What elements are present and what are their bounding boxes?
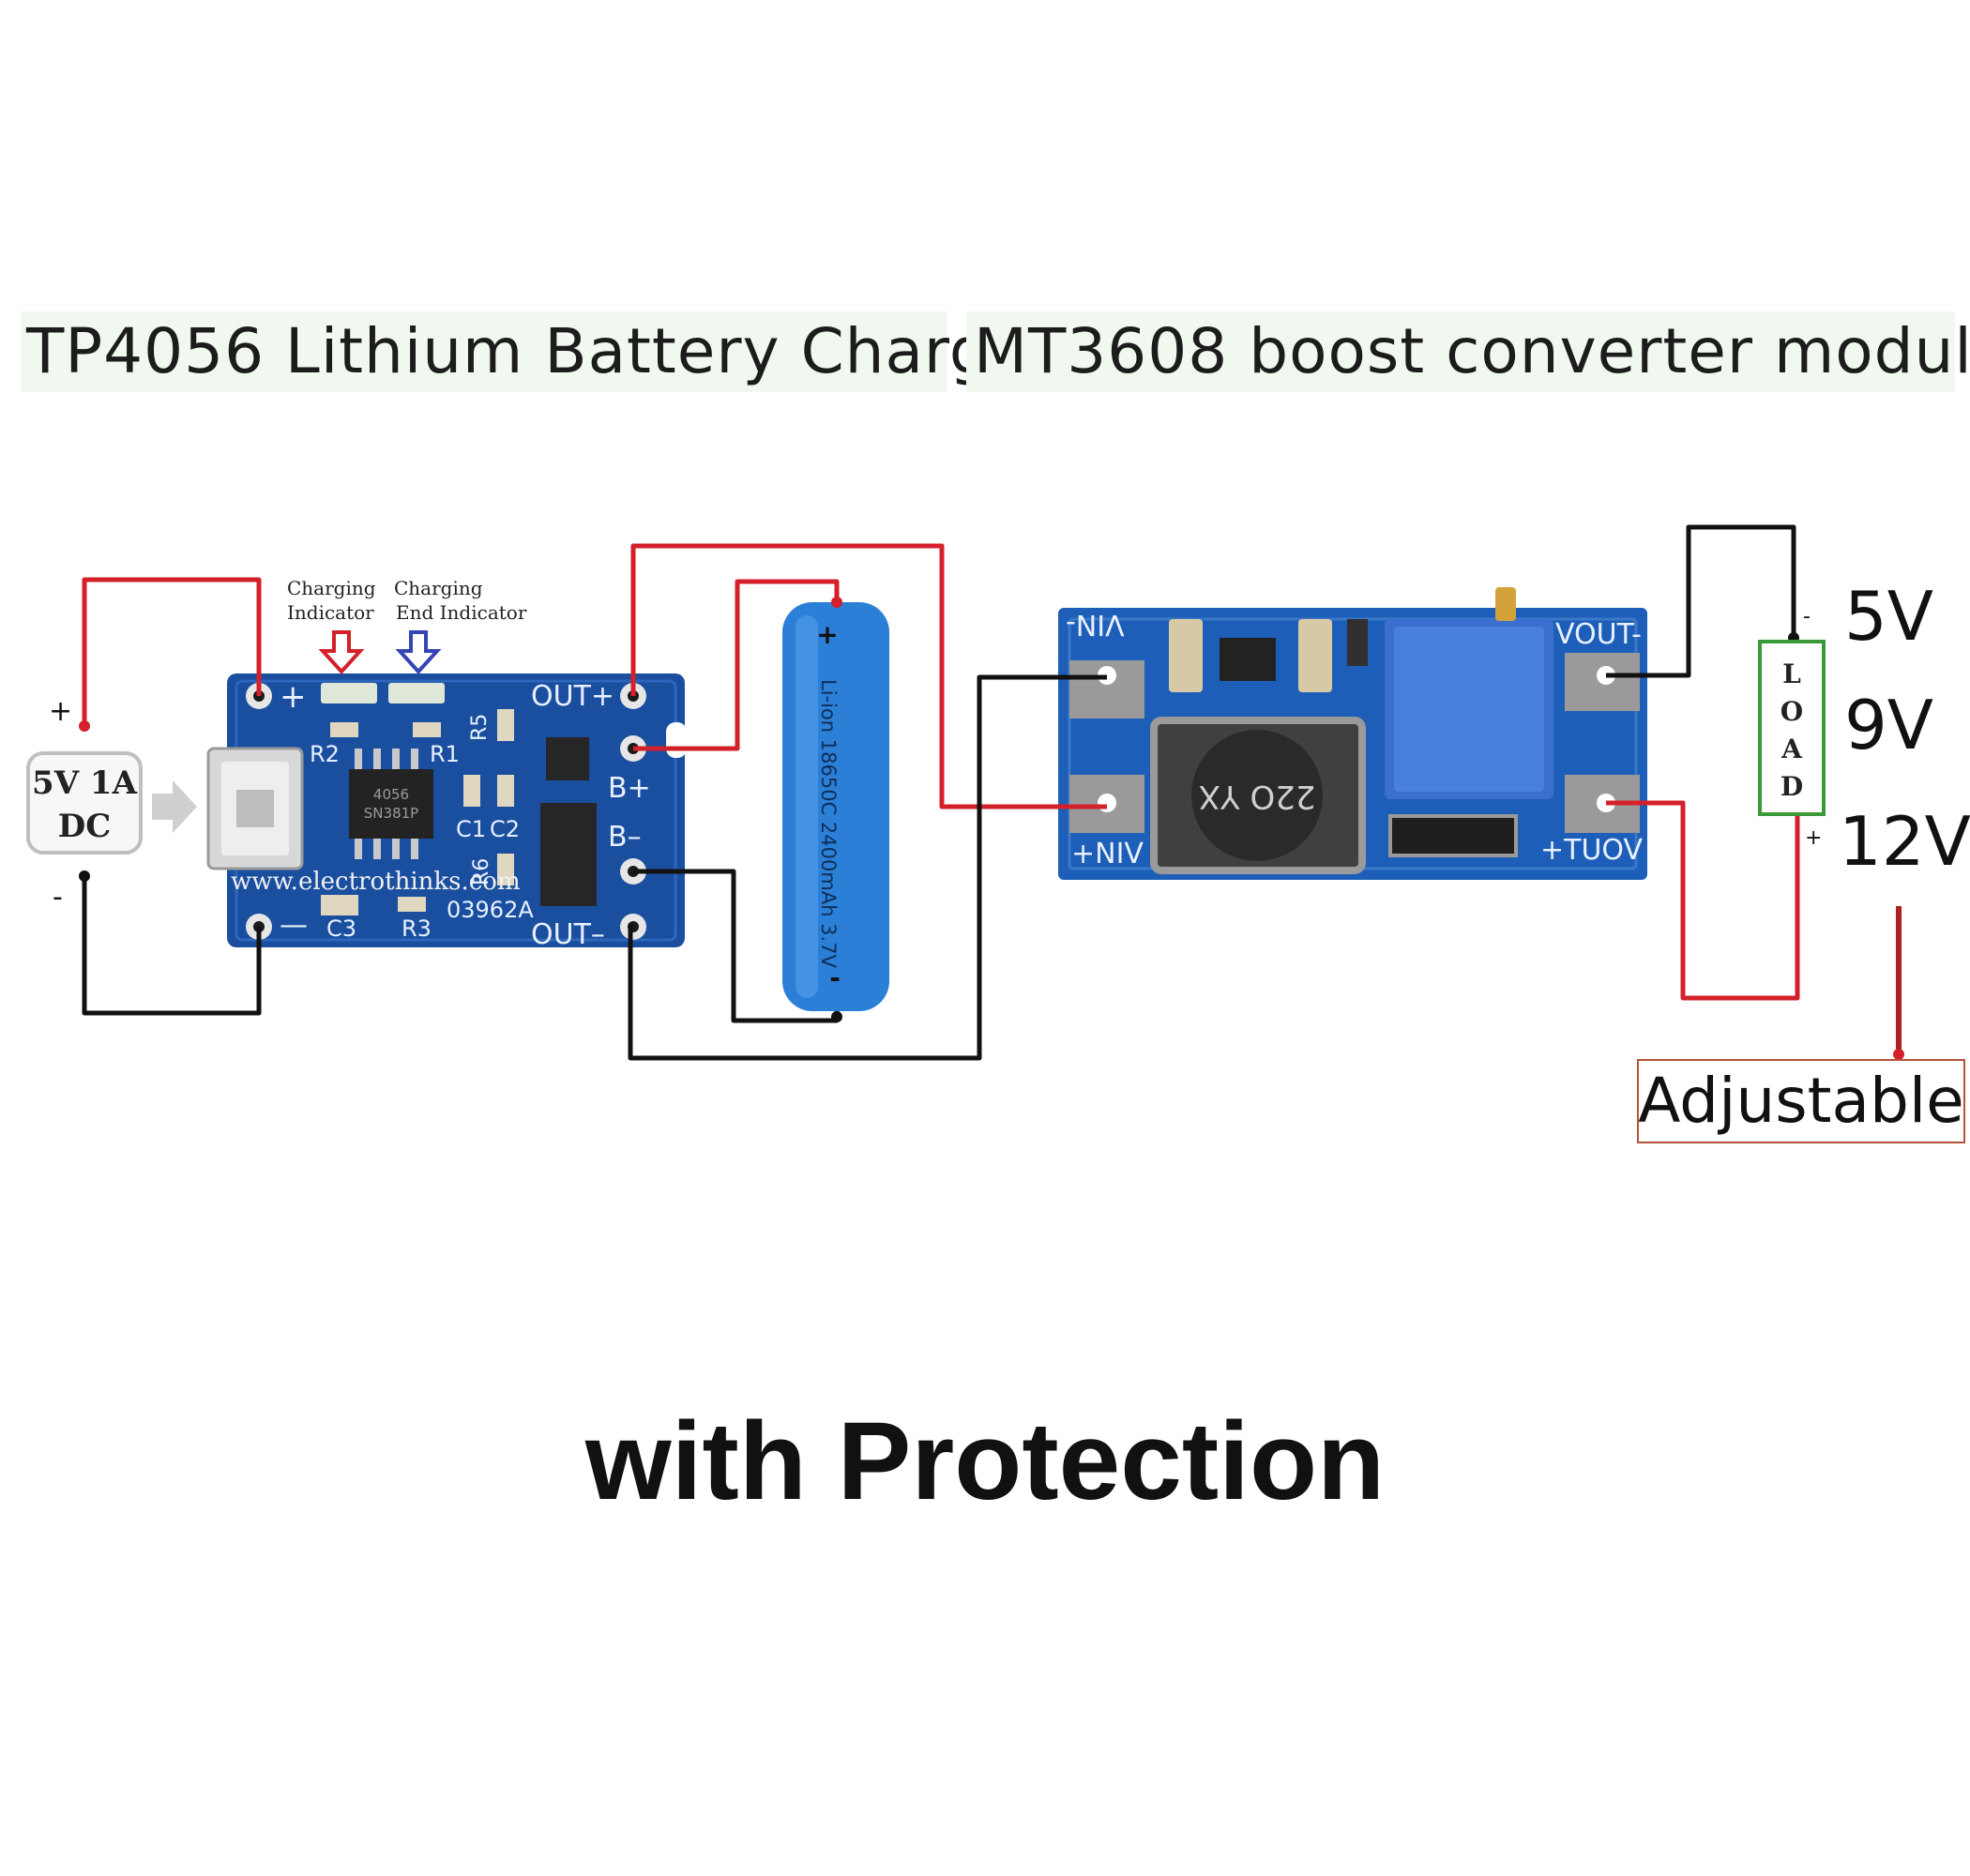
dc-source-line2: DC <box>58 808 112 845</box>
tp-label-r5: R5 <box>468 714 492 741</box>
dc-plus-label: + <box>49 695 72 728</box>
wire-dc-plus <box>82 577 262 726</box>
charging-end-led <box>388 683 445 704</box>
diode <box>1388 814 1518 857</box>
battery-plus-label: + <box>816 619 838 650</box>
blue-down-arrow-icon <box>395 630 442 674</box>
tp-label-r2: R2 <box>310 741 340 767</box>
load: L O A D - + <box>1758 605 1826 850</box>
mt-label-vout-minus: VOUT- <box>1555 618 1642 651</box>
tp-label-r6: R6 <box>470 858 493 885</box>
protection-ic <box>546 737 589 780</box>
tp-label-c3: C3 <box>326 915 356 942</box>
wire-dc-minus <box>82 876 262 1016</box>
load-minus-label: - <box>1803 605 1811 628</box>
voltage-9v: 9V <box>1844 686 1933 764</box>
ic-marking-2: SN381P <box>364 805 418 822</box>
dc-arrow-icon <box>152 780 197 833</box>
mt3608-ic <box>1220 638 1276 681</box>
dc-source: 5V 1A DC + - <box>26 695 197 914</box>
inductor-marking: 22O YX <box>1199 778 1316 815</box>
mosfet-ic <box>540 803 597 906</box>
mt-label-vout-plus: +TUOV <box>1540 834 1644 867</box>
wire-vout-minus <box>1606 524 1796 678</box>
voltage-5v: 5V <box>1844 577 1933 656</box>
wire-out-minus <box>628 674 1107 1061</box>
tp-label-c1: C1 <box>456 816 486 842</box>
wire-vout-plus <box>1606 800 1800 1001</box>
dc-source-line1: 5V 1A <box>32 764 138 802</box>
footer-title: with Protection <box>584 1399 1386 1523</box>
load-plus-label: + <box>1805 826 1822 850</box>
load-letter-l: L <box>1782 658 1801 689</box>
charging-end-indicator-line1: Charging <box>394 577 483 599</box>
wires <box>82 524 1902 1061</box>
charging-indicator-label: Charging Indicator <box>287 577 376 674</box>
tp-label-website: www.electrothinks.com <box>231 868 521 896</box>
battery: Li-ion 18650C 2400mAh 3.7V + - <box>782 602 889 1011</box>
mt-label-vin-minus: VIN- <box>1066 608 1125 641</box>
tp-label-c2: C2 <box>490 816 520 842</box>
mt-label-vin-plus: +NIV <box>1071 838 1144 870</box>
usb-connector-icon <box>206 747 304 870</box>
potentiometer-icon <box>1385 587 1553 799</box>
charging-end-indicator-line2: End Indicator <box>396 601 527 624</box>
tp4056-ic: 4056 SN381P <box>349 749 433 859</box>
boost-title: MT3608 boost converter module <box>966 311 1970 392</box>
charging-end-indicator-label: Charging End Indicator <box>394 577 527 674</box>
charging-led <box>321 683 377 704</box>
tp-label-code: 03962A <box>447 897 534 923</box>
dc-minus-label: - <box>53 881 63 914</box>
load-letter-o: O <box>1781 696 1803 727</box>
wire-out-plus <box>630 543 1107 809</box>
battery-label: Li-ion 18650C 2400mAh 3.7V <box>817 679 840 969</box>
tp-label-plus: + <box>280 678 307 716</box>
tp-label-r3: R3 <box>402 915 432 942</box>
voltage-12v: 12V <box>1839 802 1970 881</box>
tp-label-out-minus: OUT– <box>531 918 605 951</box>
wire-b-plus <box>633 579 840 751</box>
mt3608-board: 22O YX VIN- +NIV VOUT- +TUOV <box>1058 587 1647 880</box>
tp-label-r1: R1 <box>430 741 460 767</box>
tp-label-out-plus: OUT+ <box>531 680 614 713</box>
battery-minus-label: - <box>829 962 841 993</box>
tp4056-board: 4056 SN381P + — OUT+ B+ B– OUT– R2 R1 R5… <box>206 673 687 951</box>
adjustable-label: Adjustable <box>1638 1065 1964 1137</box>
load-letter-a: A <box>1781 734 1803 764</box>
red-down-arrow-icon <box>318 630 365 674</box>
tp-label-minus: — <box>280 909 308 942</box>
ic-marking: 4056 <box>373 786 409 803</box>
load-letter-d: D <box>1781 771 1803 802</box>
charging-indicator-line2: Indicator <box>287 601 374 624</box>
inductor: 22O YX <box>1150 717 1366 874</box>
charging-indicator-line1: Charging <box>287 577 376 599</box>
charger-title: TP4056 Lithium Battery Charger <box>21 311 1054 392</box>
tp-label-b-plus: B+ <box>608 772 651 805</box>
tp-label-b-minus: B– <box>608 821 642 854</box>
adjustable-box: Adjustable <box>1637 1059 1965 1143</box>
